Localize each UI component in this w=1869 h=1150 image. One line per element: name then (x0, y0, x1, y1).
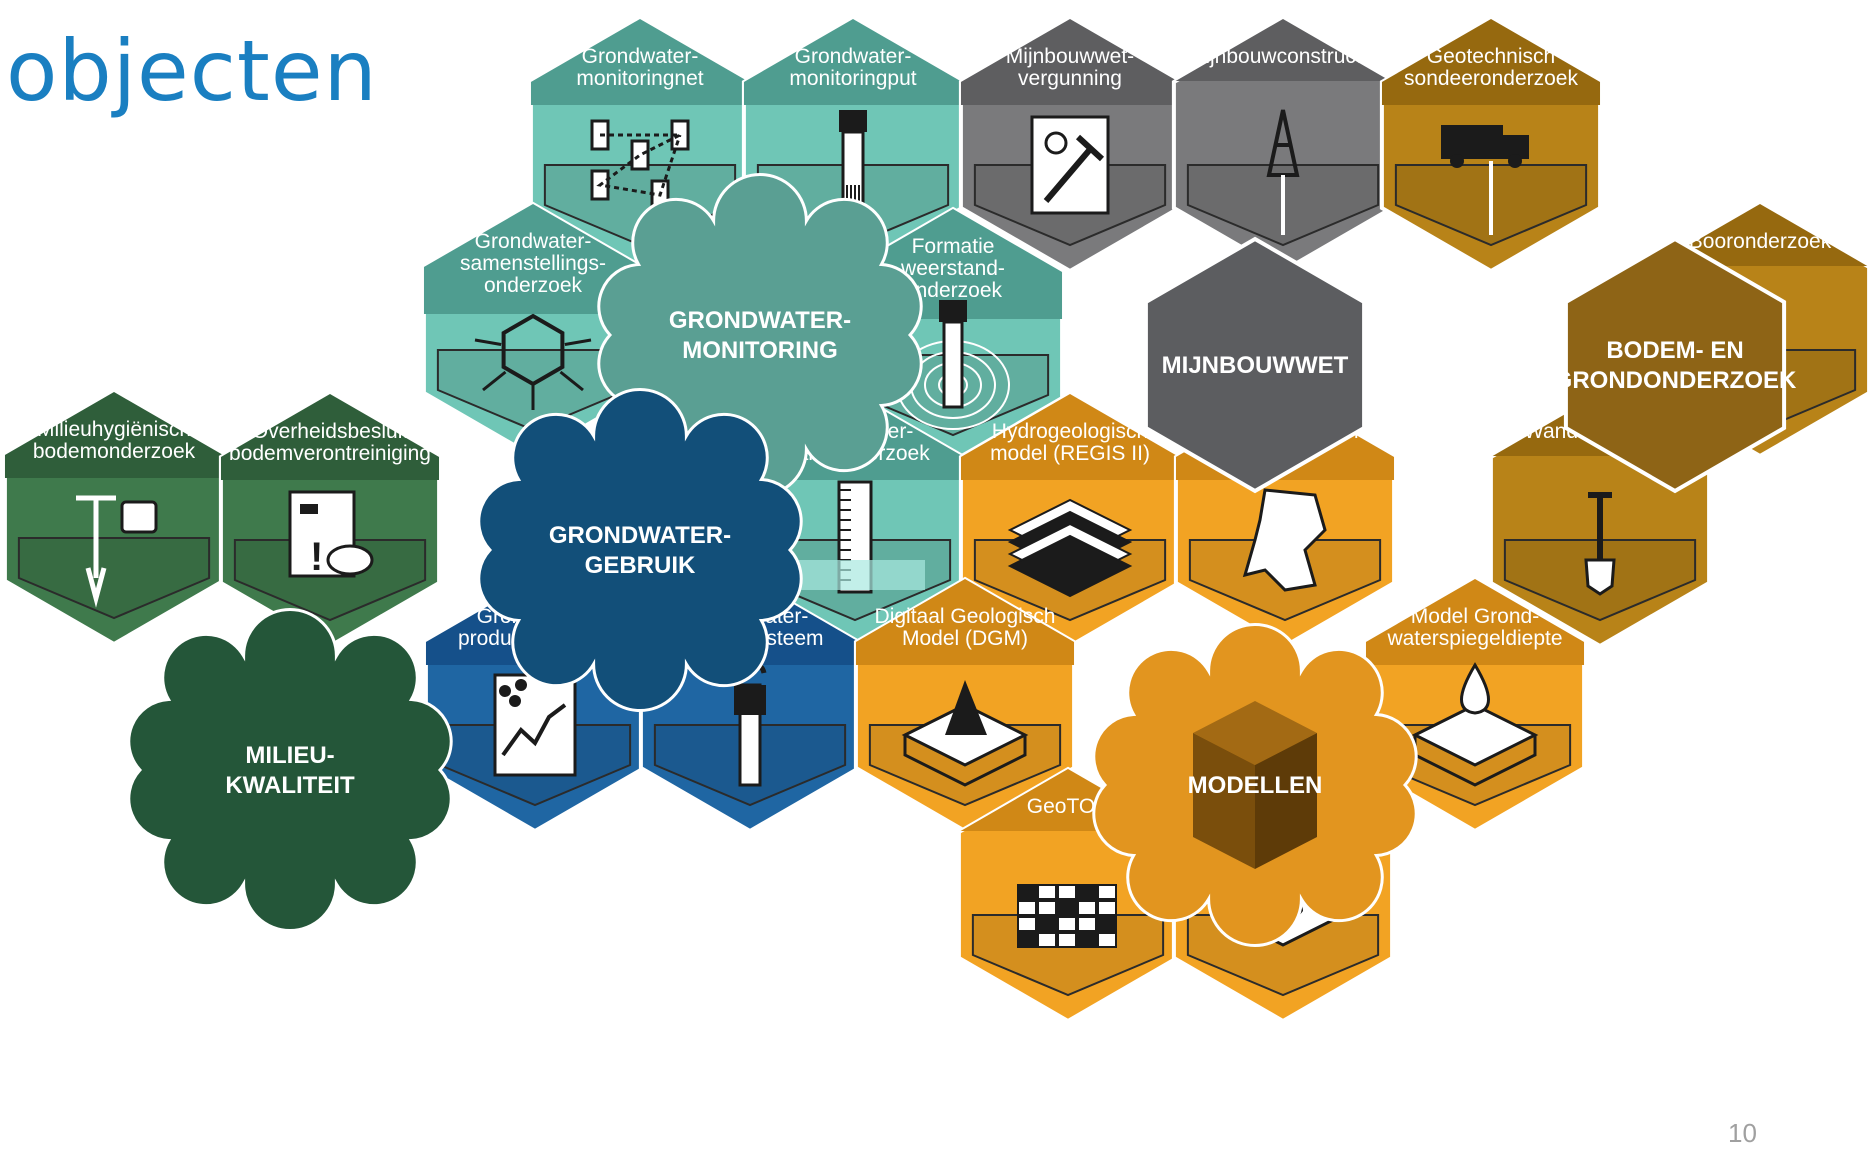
netherlands-map-icon (1242, 488, 1327, 592)
hex-label: bodemonderzoek (33, 440, 196, 463)
category-label: MIJNBOUWWET (1162, 352, 1349, 379)
hex-label: monitoringnet (576, 67, 703, 90)
hex-grondwater-samenstellingsonderzoek[interactable]: Grondwater-samenstellings-onderzoek (421, 201, 645, 459)
hex-label: Geotechnisch (1427, 45, 1555, 68)
hex-label: Hydrogeologisch (992, 420, 1148, 443)
hex-label: onderzoek (904, 279, 1003, 302)
category-bodem-en-grondonderzoek[interactable]: BODEM- EN GRONDONDERZOEK (1554, 236, 1797, 494)
hex-label: Grondwater- (582, 45, 699, 68)
drilling-rig-icon (1266, 109, 1300, 235)
layered-model-icon (1007, 498, 1133, 598)
hex-label: Model (DGM) (902, 627, 1028, 650)
resistance-probe-icon (896, 300, 1010, 430)
category-label: GRONDWATER- (669, 307, 851, 334)
terrain-block-icon (901, 680, 1029, 787)
category-label: MILIEU- (245, 742, 334, 769)
spade-icon (1584, 492, 1616, 596)
hex-label: Digitaal Geologisch (875, 605, 1056, 628)
hex-mijnbouwwet-vergunning[interactable]: Mijnbouwwet-vergunning (958, 16, 1182, 274)
hex-label: Milieuhygiënisch (37, 418, 191, 441)
hex-label: Grondwater- (475, 230, 592, 253)
hex-label: Grondwater- (795, 45, 912, 68)
category-label: KWALITEIT (225, 772, 355, 799)
gauge-ruler-icon (785, 480, 925, 594)
hex-label: model (REGIS II) (990, 442, 1150, 465)
hex-label: Mijnbouwconstructie (1188, 45, 1378, 68)
cpt-truck-icon (1441, 125, 1529, 235)
category-label: MODELLEN (1188, 772, 1323, 799)
hex-label: Formatie (912, 235, 995, 258)
hex-label: Model Grond- (1411, 605, 1539, 628)
hex-label: Overheidsbesluit (252, 420, 409, 443)
category-label: BODEM- EN (1606, 337, 1743, 364)
category-label: GRONDONDERZOEK (1554, 367, 1797, 394)
hex-label: onderzoek (484, 274, 583, 297)
molecule-icon (474, 313, 592, 410)
category-milieukwaliteit[interactable]: MILIEU- KWALITEIT (127, 608, 453, 932)
pollution-barrel-icon: ! (288, 490, 374, 579)
hex-label: samenstellings- (460, 252, 606, 275)
hex-label: GeoTOP (1027, 795, 1109, 818)
category-label: GRONDWATER- (549, 522, 731, 549)
water-drop-icon (1411, 662, 1539, 787)
production-chart-icon (493, 673, 577, 777)
page-number: 10 (1728, 1118, 1757, 1148)
soil-sample-icon (76, 495, 158, 608)
slide-title: objecten (6, 22, 378, 120)
permit-document-icon (1030, 115, 1110, 215)
voxel-grid-icon (1017, 884, 1117, 948)
category-mijnbouwwet[interactable]: MIJNBOUWWET (1143, 236, 1367, 494)
monitoring-network-icon (590, 119, 690, 211)
hex-label: sondeeronderzoek (1404, 67, 1578, 90)
hex-label: Mijnbouwwet- (1006, 45, 1134, 68)
hex-label: monitoringput (789, 67, 916, 90)
category-modellen[interactable]: MODELLEN (1092, 623, 1418, 947)
category-label: GEBRUIK (585, 552, 696, 579)
hex-mijnbouwconstructie[interactable]: Mijnbouwconstructie (1171, 16, 1395, 274)
hex-label: weerstand- (900, 257, 1005, 280)
hex-label: waterspiegeldiepte (1386, 627, 1562, 650)
hex-label: vergunning (1018, 67, 1122, 90)
hex-label: bodemverontreiniging (229, 442, 431, 465)
category-grondwatergebruik[interactable]: GRONDWATER- GEBRUIK (477, 388, 803, 712)
hex-label: Booronderzoek (1689, 230, 1832, 253)
category-label: MONITORING (682, 337, 838, 364)
svg-text:!: ! (310, 535, 323, 579)
